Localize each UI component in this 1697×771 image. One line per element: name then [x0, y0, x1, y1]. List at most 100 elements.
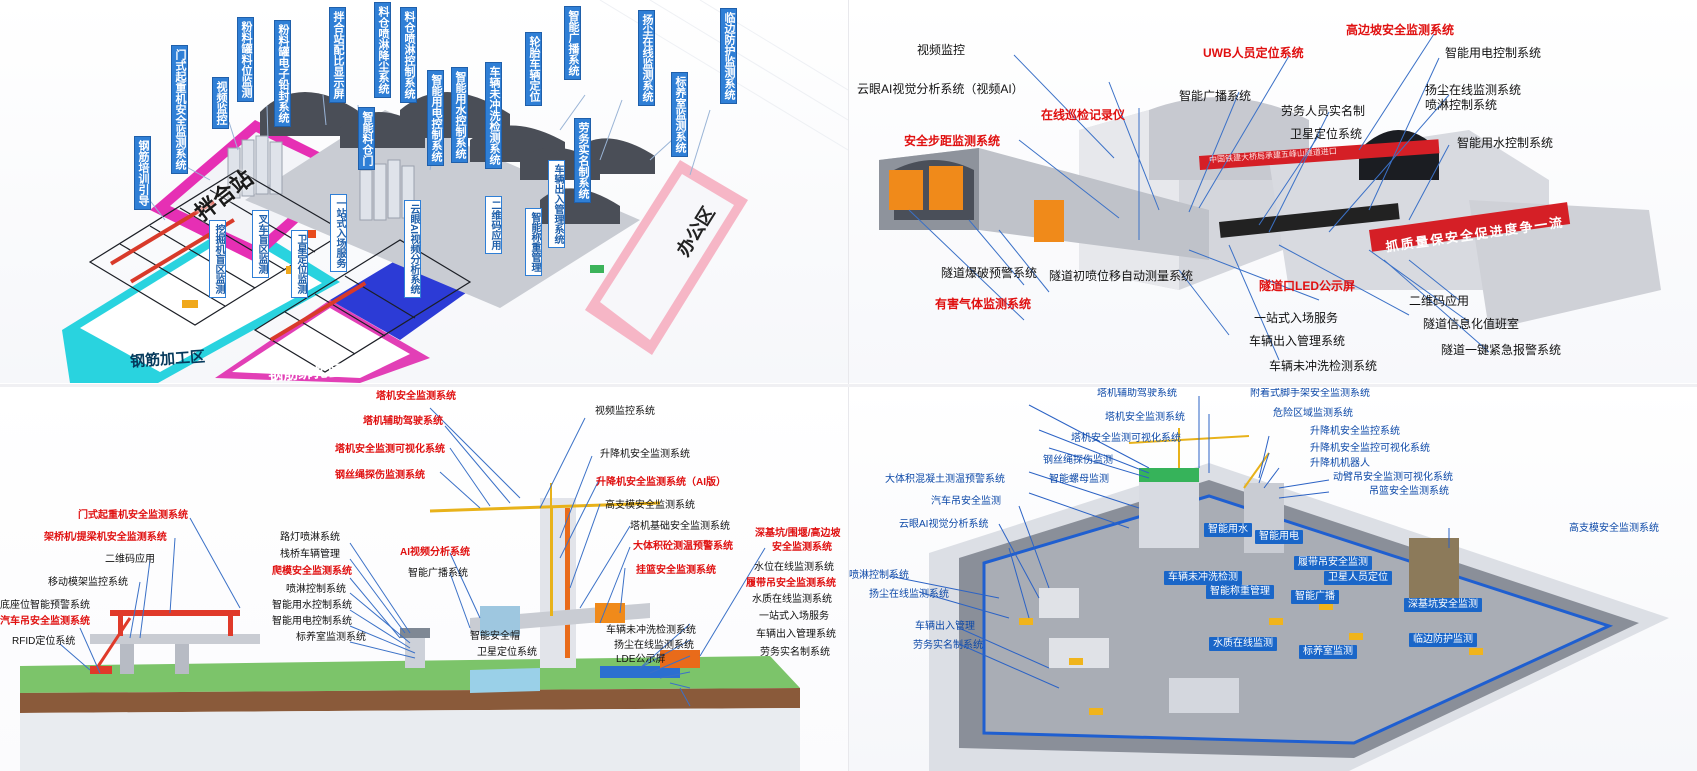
- label-boom-crane: 动臂吊安全监测可视化系统: [1333, 472, 1453, 483]
- label-uwb-location: UWB人员定位系统: [1203, 46, 1304, 60]
- label-water-control: 智能用水控制系统: [272, 600, 352, 611]
- label-curing-room: 标养室监测系统: [296, 632, 366, 643]
- label-tower-foundation: 塔机基础安全监测系统: [630, 521, 730, 532]
- label-onestop: 一站式入场服务: [759, 611, 829, 622]
- label-crawler-crane: 履带吊安全监测系统: [746, 578, 836, 589]
- tag-smart-water: 智能用水控制系统: [451, 67, 468, 163]
- label-mass-concrete: 大体积砼测温预警系统: [633, 541, 733, 552]
- label-labor-realname: 劳务人员实名制: [1281, 104, 1366, 118]
- label-helmet: 智能安全帽: [470, 631, 520, 642]
- label-high-formwork: 高支模安全监测系统: [605, 500, 695, 511]
- tag-ai-video: 云眼AI视频分析系统: [404, 200, 421, 298]
- tag-qr-code: 二维码应用: [485, 196, 502, 254]
- label-moving-scaffold: 移动模架监控系统: [48, 577, 128, 588]
- label-satellite: 卫星定位系统: [477, 647, 537, 658]
- tag-powder-seal: 粉料罐电子铅封系统: [274, 20, 291, 127]
- label-smart-water: 智能用水控制系统: [1457, 136, 1554, 150]
- label-tower-visualization: 塔机安全监测可视化系统: [335, 444, 445, 455]
- chip-crawler-crane: 履带吊安全监测: [1294, 556, 1372, 570]
- label-satellite: 卫星定位系统: [1290, 127, 1363, 141]
- label-trestle-vehicle: 栈桥车辆管理: [280, 549, 340, 560]
- label-spray-control: 喷淋控制系统: [849, 570, 909, 581]
- tag-powder-level: 粉料罐料位监测: [237, 17, 254, 102]
- chip-deep-pit: 深基坑安全监测: [1404, 598, 1482, 612]
- label-displacement: 隧道初喷位移自动测量系统: [1049, 269, 1194, 283]
- chip-satellite: 卫星人员定位: [1324, 571, 1392, 585]
- label-bridge-erector: 架桥机/提梁机安全监测系统: [44, 532, 167, 543]
- tag-excavator-blind: 挖掘机盲区监测: [209, 220, 226, 298]
- chip-smart-power: 智能用电: [1255, 530, 1303, 544]
- tunnel-panel: 视频监控 云眼AI视觉分析系统（视频AI） 在线巡检记录仪 安全步距监测系统 U…: [849, 0, 1697, 383]
- label-power-control: 智能用电控制系统: [272, 616, 352, 627]
- label-wire-rope: 钢丝绳探伤监测系统: [335, 470, 425, 481]
- label-lde: LDE公示屏: [616, 654, 666, 665]
- tunnel-illustration: [879, 33, 1661, 361]
- label-vehicle-access: 车辆出入管理系统: [1249, 334, 1346, 348]
- label-deep-pit-2: 安全监测系统: [772, 542, 832, 553]
- label-broadcast: 智能广播系统: [408, 568, 468, 579]
- label-video-monitor: 视频监控: [917, 43, 966, 57]
- label-hanging-basket: 挂篮安全监测系统: [636, 565, 716, 576]
- tag-forklift-blind: 叉车盲区监测: [252, 210, 269, 278]
- label-wire-rope: 钢丝绳探伤监测: [1043, 455, 1113, 466]
- label-video: 视频监控系统: [595, 406, 655, 417]
- label-mass-concrete: 大体积混凝土测温预警系统: [885, 474, 1005, 485]
- horizontal-divider: [0, 384, 1697, 387]
- label-dust: 扬尘在线监测系统: [1425, 83, 1522, 97]
- chip-vehicle-wash: 车辆未冲洗检测: [1164, 571, 1242, 585]
- label-labor: 劳务实名制系统: [760, 647, 830, 658]
- label-led-screen: 隧道口LED公示屏: [1259, 279, 1356, 293]
- label-climbing-form: 爬模安全监测系统: [272, 566, 352, 577]
- tag-broadcast: 智能广播系统: [564, 6, 581, 80]
- bridge-panel: 塔机安全监测系统 塔机辅助驾驶系统 塔机安全监测可视化系统 钢丝绳探伤监测系统 …: [0, 388, 848, 771]
- tag-weighing: 智能称重管理: [525, 208, 542, 276]
- label-gantry-crane: 门式起重机安全监测系统: [78, 510, 188, 521]
- label-deep-pit: 深基坑/围堰/高边坡: [755, 528, 841, 539]
- tag-mix-ratio-display: 拌合站配比显示屏: [329, 7, 346, 103]
- label-vehicle-wash: 车辆未冲洗检测系统: [606, 625, 696, 636]
- chip-weighing: 智能称重管理: [1206, 585, 1274, 599]
- tag-labor-realname: 劳务实名制系统: [574, 118, 591, 203]
- tag-vehicle-wash: 车辆未冲洗检测系统: [485, 62, 502, 169]
- label-smart-power: 智能用电控制系统: [1445, 46, 1542, 60]
- tag-steel-training: 钢筋培训引导: [134, 136, 151, 210]
- label-water-quality: 水质在线监测系统: [752, 594, 832, 605]
- label-vehicle-wash: 车辆未冲洗检测系统: [1269, 359, 1378, 373]
- label-spray-control: 喷淋控制系统: [286, 584, 346, 595]
- chip-broadcast: 智能广播: [1291, 590, 1339, 604]
- zone-steel-binding: 钢筋绑扎区: [267, 362, 344, 383]
- chip-water-quality: 水质在线监测: [1209, 637, 1277, 651]
- label-lift-monitor: 升降机安全监控系统: [1310, 426, 1400, 437]
- tag-gantry-crane-monitoring: 门式起重机安全监测系统: [171, 45, 188, 174]
- label-lift-visual: 升降机安全监控可视化系统: [1310, 443, 1430, 454]
- label-blast-warning: 隧道爆破预警系统: [941, 266, 1038, 280]
- label-hanging-basket: 吊篮安全监测系统: [1369, 486, 1449, 497]
- chip-edge-protection: 临边防护监测: [1409, 633, 1477, 647]
- tag-satellite-location: 卫星定位监测: [291, 230, 308, 298]
- label-dust: 扬尘在线监测系统: [614, 640, 694, 651]
- construction-site-panel: 塔机辅助驾驶系统 附着式脚手架安全监测系统 塔机安全监测系统 危险区域监测系统 …: [849, 388, 1697, 771]
- chip-smart-water: 智能用水: [1204, 523, 1252, 537]
- label-water-level: 水位在线监测系统: [754, 562, 834, 573]
- tag-video-monitor: 视频监控: [212, 77, 229, 129]
- label-streetlight-spray: 路灯喷淋系统: [280, 532, 340, 543]
- tag-onestop-entry: 一站式入场服务: [330, 194, 347, 272]
- mixing-plant-panel: 钢筋培训引导 门式起重机安全监测系统 视频监控 粉料罐料位监测 粉料罐电子铅封系…: [0, 0, 848, 383]
- label-broadcast: 智能广播系统: [1179, 89, 1252, 103]
- label-smart-nut: 智能螺母监测: [1049, 474, 1109, 485]
- label-lift-safety: 升降机安全监测系统: [600, 449, 690, 460]
- label-ai-video: AI视频分析系统: [400, 547, 470, 558]
- label-danger-zone: 危险区域监测系统: [1273, 408, 1353, 419]
- tag-dust-monitor: 扬尘在线监测系统: [638, 10, 655, 106]
- tag-edge-protection: 临边防护监测系统: [720, 8, 737, 104]
- label-high-formwork: 高支模安全监测系统: [1569, 523, 1659, 534]
- label-qr: 二维码应用: [105, 554, 155, 565]
- label-labor: 劳务实名制系统: [913, 640, 983, 651]
- label-duty-room: 隧道信息化值班室: [1423, 317, 1520, 331]
- tag-silo-spray: 料仓喷淋降尘系统: [374, 2, 391, 98]
- label-base-warning: 底座位智能预警系统: [0, 600, 90, 611]
- label-rfid: RFID定位系统: [12, 636, 76, 647]
- construction-site-illustration: [888, 396, 1669, 771]
- tag-smart-power: 智能用电控制系统: [427, 70, 444, 166]
